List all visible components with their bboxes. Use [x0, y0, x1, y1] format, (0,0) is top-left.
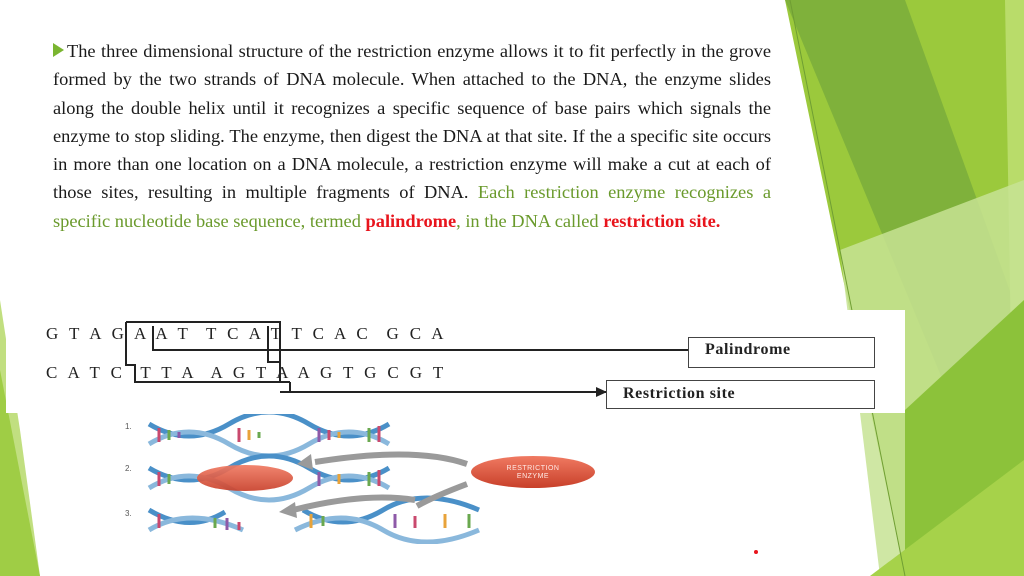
palindrome-label-box: Palindrome: [688, 337, 875, 368]
sequence-brackets: [125, 321, 701, 397]
restriction-enzyme-illustration: 1. 2. 3.: [125, 414, 595, 544]
paragraph-green-text-2: , in the DNA called: [456, 210, 599, 231]
dna-bottom-strand: C A T C T T A A G T A A G T G C G T: [46, 363, 447, 382]
enzyme-label-line2: ENZYME: [517, 473, 549, 480]
step-1-label: 1.: [125, 422, 132, 431]
enzyme-label-line1: RESTRICTION: [507, 465, 560, 472]
restriction-site-term: restriction site.: [603, 210, 721, 231]
dna-sequence-panel: G T A G A A T T C A T T C A C G C A C A …: [6, 310, 905, 413]
body-paragraph: The three dimensional structure of the r…: [53, 37, 771, 235]
dna-helix-3-cut: [147, 495, 480, 544]
dna-top-strand: G T A G A A T T C A T T C A C G C A: [46, 324, 447, 343]
paragraph-green-text: Each restriction enzyme recognizes a spe…: [53, 182, 771, 231]
paragraph-text: The three dimensional structure of the r…: [53, 41, 771, 203]
process-arrows: [279, 451, 469, 518]
dna-helix-2: [147, 453, 391, 503]
step-3-label: 3.: [125, 509, 132, 518]
palindrome-term: palindrome: [365, 210, 457, 231]
restriction-site-label-box: Restriction site: [606, 380, 875, 409]
restriction-enzyme-blob: RESTRICTION ENZYME: [471, 456, 595, 488]
step-2-label: 2.: [125, 464, 132, 473]
bullet-arrow-icon: [53, 43, 64, 57]
dna-helix-1: [147, 414, 391, 459]
